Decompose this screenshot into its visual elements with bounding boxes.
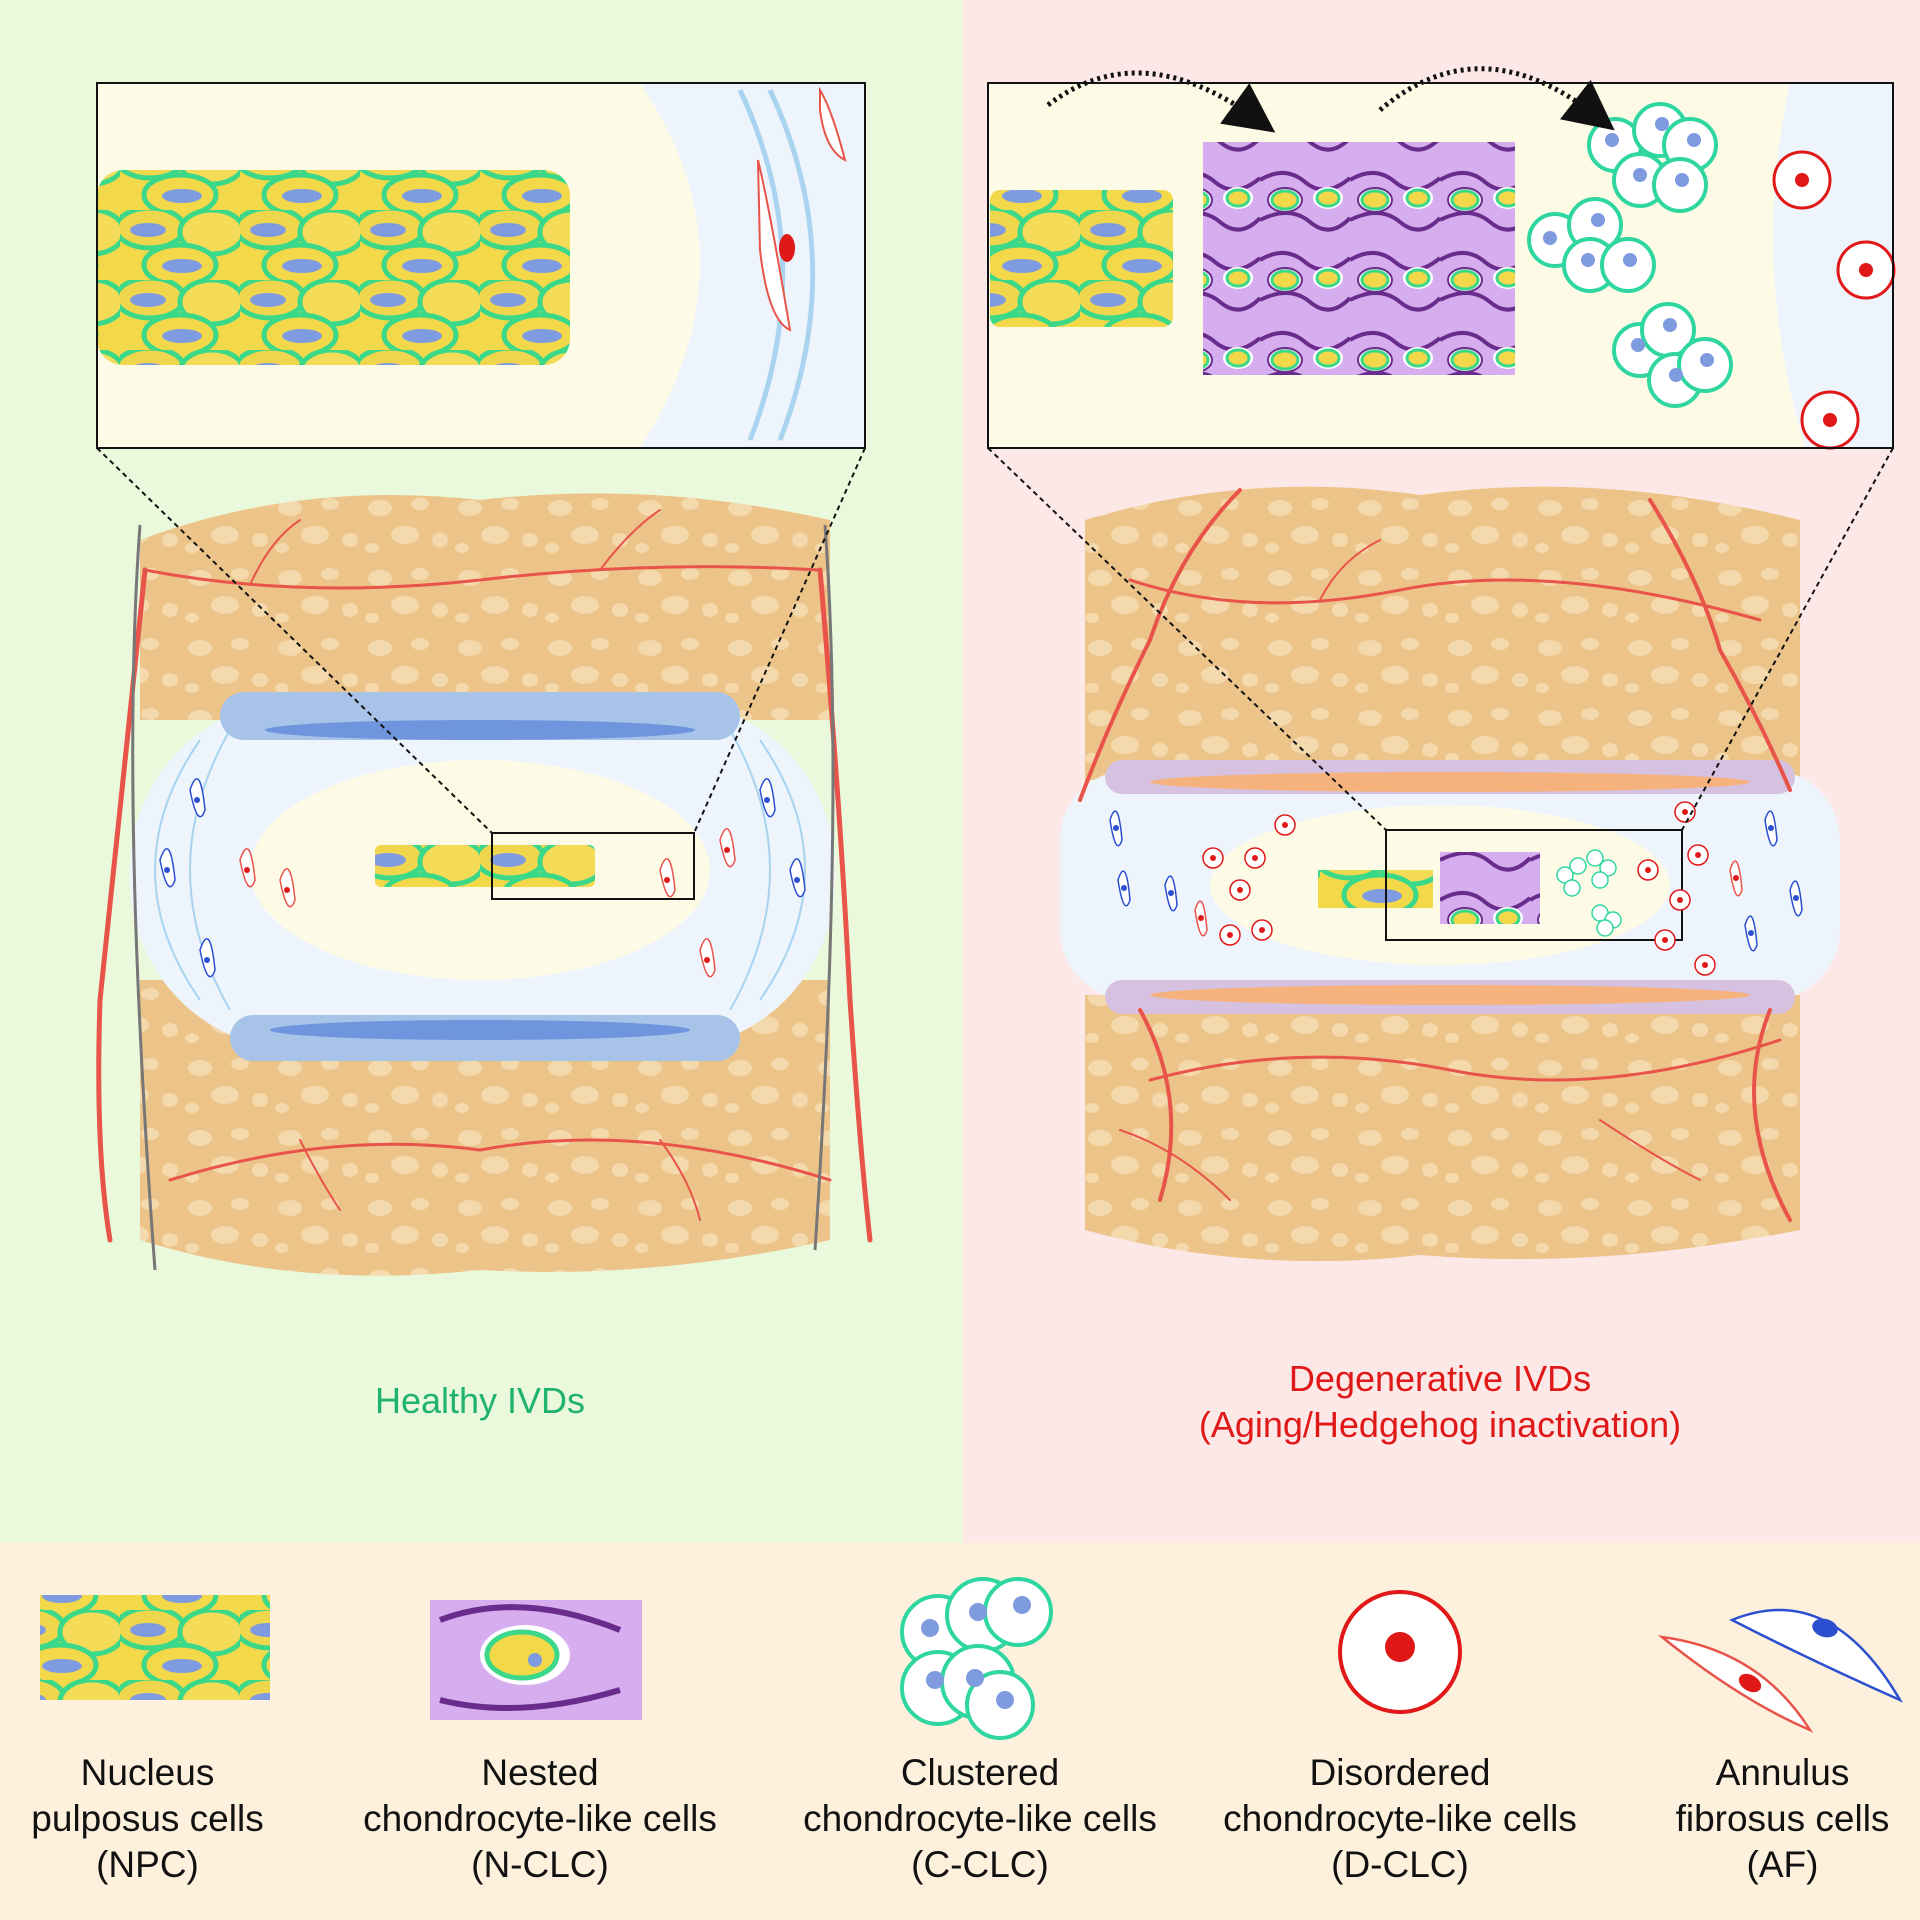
healthy-zoom-lines xyxy=(96,447,866,834)
healthy-af-cells xyxy=(159,778,806,978)
arrow-npc-to-nested xyxy=(1046,70,1276,133)
healthy-np-core xyxy=(375,845,595,887)
degen-inset-clustered-nuclei xyxy=(1543,117,1714,382)
healthy-vertebra-top xyxy=(140,493,830,720)
degen-af-cells xyxy=(1109,810,1803,952)
healthy-blood-vessels xyxy=(96,509,873,1243)
degenerative-title-line2: (Aging/Hedgehog inactivation) xyxy=(1198,1404,1682,1445)
healthy-periosteum-left xyxy=(131,524,157,1271)
arrow-nested-to-clustered xyxy=(1378,66,1615,131)
degen-zoom-lines xyxy=(987,447,1894,831)
healthy-inset-npc-tissue xyxy=(97,170,570,365)
degen-inset-disordered-nuclei xyxy=(1795,173,1873,427)
degen-zoom-box xyxy=(1385,829,1683,941)
degen-vertebra-bottom xyxy=(1085,995,1800,1262)
healthy-endplate-top-core xyxy=(265,720,695,740)
healthy-periosteum-right xyxy=(813,524,835,1251)
degenerative-title: Degenerative IVDs (Aging/Hedgehog inacti… xyxy=(1100,1356,1780,1448)
legend-af-icon xyxy=(1657,1608,1904,1733)
degen-inset-npc-tissue xyxy=(990,190,1173,327)
degen-endplate-top-core xyxy=(1150,772,1750,792)
healthy-zoom-box xyxy=(491,832,695,900)
legend-disordered-icon xyxy=(1338,1590,1462,1714)
degenerative-title-line1: Degenerative IVDs xyxy=(1288,1358,1592,1399)
healthy-title: Healthy IVDs xyxy=(374,1380,586,1421)
legend-npc-icon xyxy=(40,1595,270,1700)
degen-endplate-bottom-core xyxy=(1150,985,1750,1005)
healthy-inset xyxy=(96,82,866,449)
degen-disordered-nuclei xyxy=(1210,809,1708,968)
degen-clustered-cells xyxy=(1556,849,1622,937)
degen-vertebra-top xyxy=(1085,486,1800,780)
degen-inset-nested-tissue xyxy=(1203,142,1515,375)
degen-inset xyxy=(987,66,1896,450)
legend-clustered-icon xyxy=(900,1577,1053,1740)
legend-nested-icon xyxy=(430,1600,642,1720)
degen-np-tissue xyxy=(1318,870,1433,908)
degen-nested-tissue xyxy=(1440,852,1540,924)
degen-blood-vessels xyxy=(1078,488,1792,1222)
healthy-endplate-bottom-core xyxy=(270,1020,690,1040)
